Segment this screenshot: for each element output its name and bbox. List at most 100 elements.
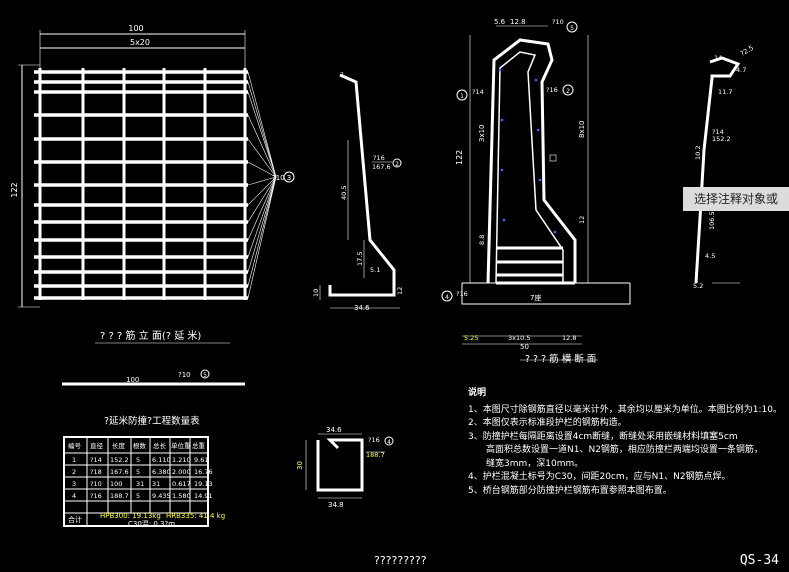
section-dim-12: 12 [578, 216, 586, 224]
small-bar-label: ?10 [178, 371, 191, 379]
stirrup-bottom: 34.8 [328, 501, 344, 509]
bar-dim-4-5: 4.5 [705, 252, 715, 260]
note-line: 3、防撞护栏每隔距离设置4cm断缝，断缝处采用嵌缝材料填塞5cm [468, 431, 738, 442]
table-total-label: 合计 [68, 515, 82, 524]
section-top-dim-a: 5.6 [494, 18, 506, 26]
table-cell: 6.380 [152, 468, 171, 476]
elevation-view [18, 30, 295, 386]
table-cell: 2 [72, 468, 76, 476]
profile-bar-dim-f: 34.6 [354, 304, 370, 312]
profile-bar-dim-e: 10 [312, 289, 320, 297]
bar-dim-4-7: 4.7 [736, 66, 746, 74]
note-line: 5、桥台钢筋部分防撞护栏钢筋布置参照本图布置。 [468, 485, 672, 496]
bar-dim-phi: ?2.5 [739, 44, 755, 58]
notes-block: 说明 1、本图尺寸除钢筋直径以毫米计外，其余均以厘米为单位。本图比例为1:10。… [468, 387, 782, 498]
table-cell: 2.000 [172, 468, 191, 476]
small-bar-num: 5 [203, 372, 207, 379]
section-callout-4-num: 4 [445, 294, 449, 301]
table-concrete: C30混: 0.3?m [128, 519, 175, 528]
section-title: ? ? ? 筋 横 断 面 [525, 353, 596, 365]
profile-bar-dim-c: 5.1 [370, 266, 380, 274]
table-header: 编号 [68, 441, 82, 450]
quantity-table-grid [63, 436, 209, 527]
small-bar-length: 100 [126, 376, 139, 384]
table-header: 长度 [112, 441, 126, 450]
section-top-dim-b: 12.8 [510, 18, 526, 26]
elevation-dim-spacing: 5x20 [130, 38, 150, 47]
elevation-horizontal-bars [34, 70, 248, 300]
bar-dim-11-7: 11.7 [718, 88, 732, 96]
section-dim-3x10: 3x10 [478, 124, 486, 142]
profile-bar-view [319, 73, 400, 309]
table-cell: 1.210 [172, 456, 191, 464]
section-callout-2-num: 2 [566, 88, 570, 95]
table-header: 单位重 [171, 441, 191, 450]
table-cell: ?16 [90, 492, 102, 500]
profile-bar-dim-b: 17.5 [356, 252, 364, 266]
stirrup-top: 34.6 [326, 426, 342, 434]
profile-bar-callout-value: 167.6 [372, 163, 391, 171]
table-header: 直径 [90, 441, 104, 450]
bar-dim-106: 106.5 [708, 211, 716, 230]
table-cell: 4 [72, 492, 76, 500]
table-cell: 5 [136, 456, 140, 464]
section-dim-8-8: 8.8 [478, 235, 486, 245]
table-cell: 6.110 [152, 456, 171, 464]
section-dim-bottom-a: 5.25 [464, 334, 478, 342]
bar-callout-14: ?14 [712, 128, 724, 136]
section-dim-8x10: 8x10 [578, 120, 586, 138]
table-cell: ?10 [90, 480, 102, 488]
elevation-dim-height: 122 [10, 182, 19, 197]
elevation-callout-num: 3 [287, 174, 291, 182]
table-cell: 1.580 [172, 492, 191, 500]
section-dim-bottom-b: 3x10.5 [508, 334, 530, 342]
table-cell: ?14 [90, 456, 102, 464]
table-header: 总重 [192, 441, 206, 450]
cross-section-view [441, 21, 631, 361]
section-callout-2-label: ?16 [546, 86, 558, 94]
callout-leaders [247, 71, 277, 299]
profile-bar-callout-num: 2 [395, 161, 399, 168]
section-base-label: 7座 [530, 293, 541, 302]
table-title: ?延米防撞?工程数量表 [104, 415, 200, 427]
profile-bar-callout: ?16 [373, 154, 385, 162]
section-callout-1-label: ?14 [472, 88, 484, 96]
elevation-dim-total: 100 [128, 24, 143, 33]
note-line: 4、护栏混凝土标号为C30，间距20cm，应与N1、N2钢筋点焊。 [468, 472, 731, 482]
section-dim-height: 122 [455, 150, 464, 165]
table-total-hpb: HPB300: 19.13kg [100, 512, 161, 520]
bar-dim-14: 14 [714, 54, 722, 62]
table-cell: 9.61 [194, 456, 208, 464]
section-callout-4-label: ?16 [456, 290, 468, 298]
section-callout-5-num: 5 [570, 25, 574, 32]
stirrup-num: 4 [387, 439, 391, 446]
stirrup-value: 188.7 [366, 451, 385, 459]
note-line: 高面积总数设置一道N1、N2钢筋，相应防撞栏两端均设置一条钢筋， [486, 445, 763, 455]
table-cell: 152.2 [110, 456, 129, 464]
table-cell: 9.435 [152, 492, 171, 500]
bar-dim-5-2: 5.2 [693, 282, 703, 290]
table-cell: 1 [72, 456, 76, 464]
bar-dim-10-2: 10.2 [694, 146, 702, 160]
table-cell: 167.6 [110, 468, 129, 476]
table-cell: 31 [136, 480, 144, 488]
elevation-title: ? ? ? 筋 立 面(? 延 米) [100, 329, 201, 342]
note-line: 1、本图尺寸除钢筋直径以毫米计外，其余均以厘米为单位。本图比例为1:10。 [468, 404, 782, 415]
profile-bar-dim-d: 12 [396, 287, 404, 295]
table-cell: 14.91 [194, 492, 213, 500]
note-line: 缝宽3mm，深10mm。 [486, 458, 584, 469]
section-dim-bottom-c: 12.8 [562, 334, 576, 342]
stirrup-callout: ?16 [368, 436, 380, 444]
table-header-row: 编号 直径 长度 根数 总长 单位重 总重 [68, 441, 206, 450]
table-cell: 0.617 [172, 480, 191, 488]
table-header: 总长 [153, 441, 167, 450]
table-cell: 16.76 [194, 468, 213, 476]
stirrup-side: 30 [296, 461, 304, 470]
table-header: 根数 [133, 441, 147, 450]
section-dots [498, 68, 557, 234]
table-cell: 3 [72, 480, 76, 488]
section-callout-5-label: ?10 [552, 18, 564, 26]
table-cell: 100 [110, 480, 122, 488]
